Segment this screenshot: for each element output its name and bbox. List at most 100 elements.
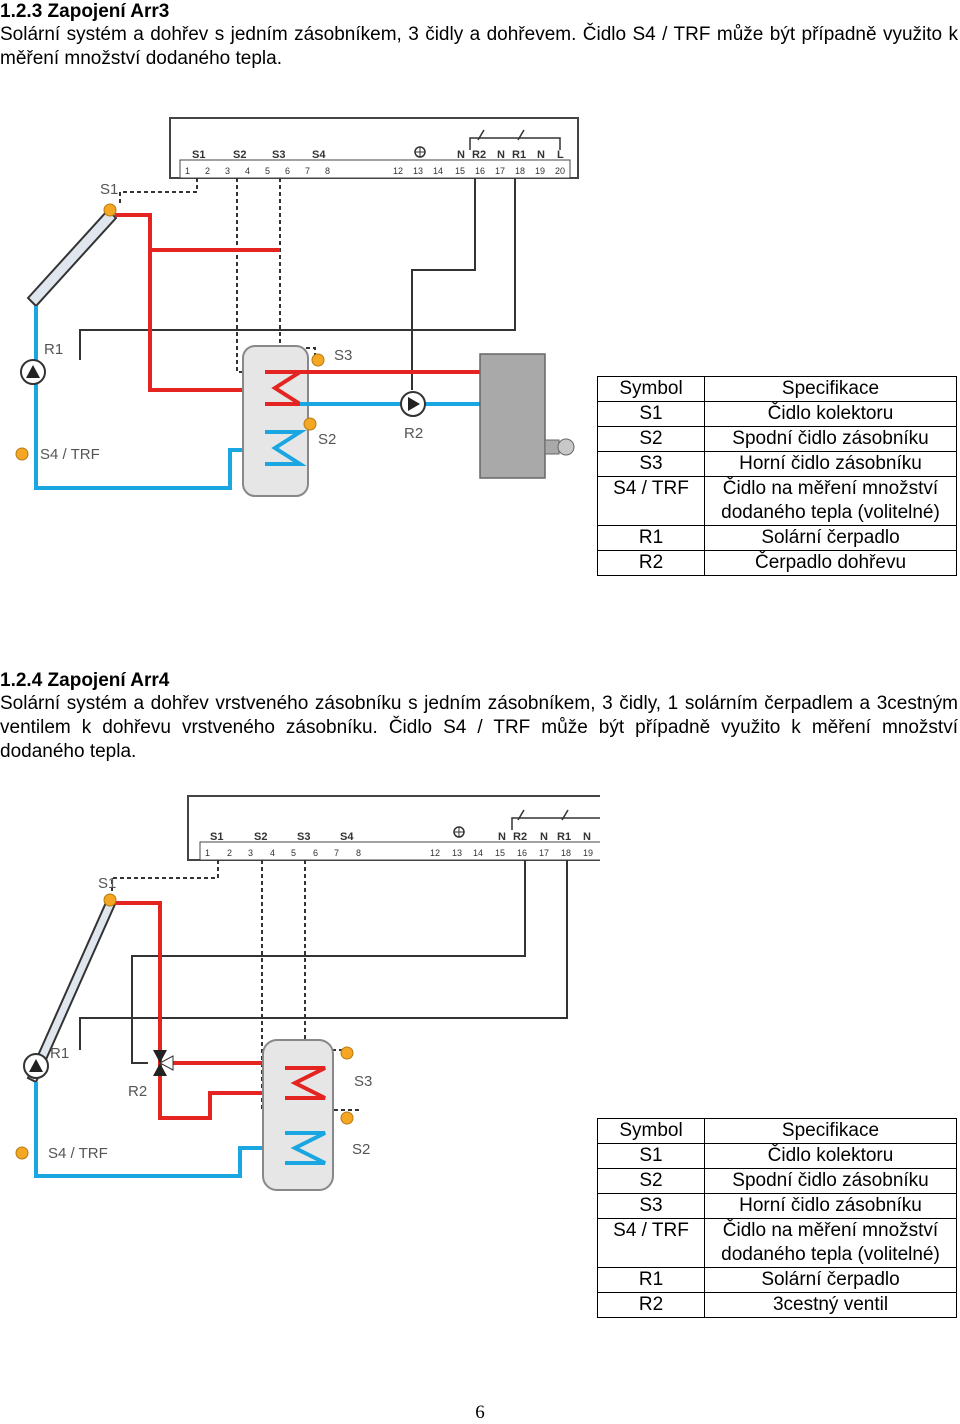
storage-tank	[242, 345, 309, 497]
terminal-number: 16	[475, 166, 485, 176]
terminal-number: 1	[205, 848, 210, 858]
terminal-number: 5	[265, 166, 270, 176]
header-specification: Specifikace	[704, 376, 957, 402]
controller-unit: S1 S2 S3 S4 N R2 N R1 N L 1 2 3 4 5 6 7 …	[187, 795, 600, 861]
sensor-s2-icon	[340, 1111, 354, 1125]
page-number: 6	[475, 1402, 485, 1423]
header-symbol: Symbol	[597, 376, 705, 402]
symbol-cell: R1	[597, 1267, 705, 1293]
label-s4-trf: S4 / TRF	[40, 446, 100, 463]
symbol-cell: S1	[597, 401, 705, 427]
spec-cell: Čidlo na měření množství dodaného tepla …	[704, 1218, 957, 1268]
terminal-number: 13	[413, 166, 423, 176]
terminal-number: 1	[185, 166, 190, 176]
terminal-number: 8	[356, 848, 361, 858]
label-r1: R1	[44, 341, 63, 358]
term-label-s2: S2	[254, 831, 267, 843]
terminal-strip	[179, 159, 571, 179]
header-specification: Specifikace	[704, 1118, 957, 1144]
terminal-number: 17	[495, 166, 505, 176]
symbol-cell: S2	[597, 426, 705, 452]
pump-r2-icon	[400, 391, 426, 417]
pump-r1-icon	[23, 1053, 49, 1079]
spec-cell: Čerpadlo dohřevu	[704, 550, 957, 576]
sensor-s1-icon	[103, 203, 117, 217]
terminal-strip	[199, 841, 600, 861]
sensor-s4-icon	[15, 1146, 29, 1160]
terminal-number: 19	[535, 166, 545, 176]
terminal-number: 5	[291, 848, 296, 858]
symbol-cell: S4 / TRF	[597, 476, 705, 526]
term-label-r1: R1	[557, 831, 571, 843]
section-paragraph: Solární systém a dohřev s jedním zásobní…	[0, 24, 958, 69]
terminal-number: 14	[433, 166, 443, 176]
terminal-number: 2	[205, 166, 210, 176]
spec-cell: Horní čidlo zásobníku	[704, 451, 957, 477]
sensor-s3-icon	[311, 353, 325, 367]
label-s3: S3	[354, 1073, 372, 1090]
terminal-number: 18	[561, 848, 571, 858]
term-label-n: N	[457, 149, 465, 161]
terminal-number: 7	[305, 166, 310, 176]
symbol-cell: R2	[597, 1292, 705, 1318]
term-label-n: N	[498, 831, 506, 843]
relay-contacts-icon	[511, 809, 600, 830]
label-s1: S1	[98, 875, 116, 892]
symbol-cell: S4 / TRF	[597, 1218, 705, 1268]
sensor-s1-icon	[103, 893, 117, 907]
term-label-s3: S3	[272, 149, 285, 161]
terminal-number: 12	[393, 166, 403, 176]
valve-hot-branch	[158, 1053, 280, 1120]
terminal-number: 3	[248, 848, 253, 858]
term-label-r2: R2	[472, 149, 486, 161]
terminal-number: 6	[313, 848, 318, 858]
spec-cell: Spodní čidlo zásobníku	[704, 426, 957, 452]
terminal-number: 4	[270, 848, 275, 858]
terminal-number: 16	[517, 848, 527, 858]
term-label-s2: S2	[233, 149, 246, 161]
sensor-s2-icon	[303, 417, 317, 431]
section-paragraph: Solární systém a dohřev vrstveného zásob…	[0, 693, 958, 762]
boiler-icon	[479, 353, 575, 479]
sensor-s4-icon	[15, 447, 29, 461]
term-label-s4: S4	[340, 831, 354, 843]
wiring-diagram-arr4: S1 S2 S3 S4 N R2 N R1 N L 1 2 3 4 5 6 7 …	[0, 788, 600, 1198]
three-way-valve-icon	[153, 1050, 174, 1076]
terminal-number: 13	[452, 848, 462, 858]
section-heading: 1.2.3 Zapojení Arr3	[0, 1, 170, 22]
terminal-number: 14	[473, 848, 483, 858]
label-r2: R2	[128, 1083, 147, 1100]
terminal-number: 7	[334, 848, 339, 858]
symbol-cell: S3	[597, 451, 705, 477]
term-label-n: N	[540, 831, 548, 843]
section-arr4: 1.2.4 Zapojení Arr4 Solární systém a doh…	[0, 669, 958, 764]
table-header-row: Symbol Specifikace	[597, 1118, 957, 1144]
pump-r1-icon	[20, 359, 46, 385]
term-label-r1: R1	[512, 149, 526, 161]
section-arr3: 1.2.3 Zapojení Arr3 Solární systém a doh…	[0, 0, 958, 71]
symbol-cell: S1	[597, 1143, 705, 1169]
term-label-s1: S1	[210, 831, 223, 843]
term-label-n: N	[583, 831, 591, 843]
terminal-number: 3	[225, 166, 230, 176]
spec-cell: Solární čerpadlo	[704, 525, 957, 551]
label-s1: S1	[100, 181, 118, 198]
terminal-number: 15	[455, 166, 465, 176]
terminal-number: 4	[245, 166, 250, 176]
ground-icon	[414, 146, 426, 158]
solar-hot-pipe	[115, 901, 162, 1053]
symbol-cell: R1	[597, 525, 705, 551]
spec-cell: Čidlo kolektoru	[704, 1143, 957, 1169]
term-label-n: N	[537, 149, 545, 161]
terminal-number: 20	[555, 166, 565, 176]
spec-cell: Solární čerpadlo	[704, 1267, 957, 1293]
terminal-number: 17	[539, 848, 549, 858]
